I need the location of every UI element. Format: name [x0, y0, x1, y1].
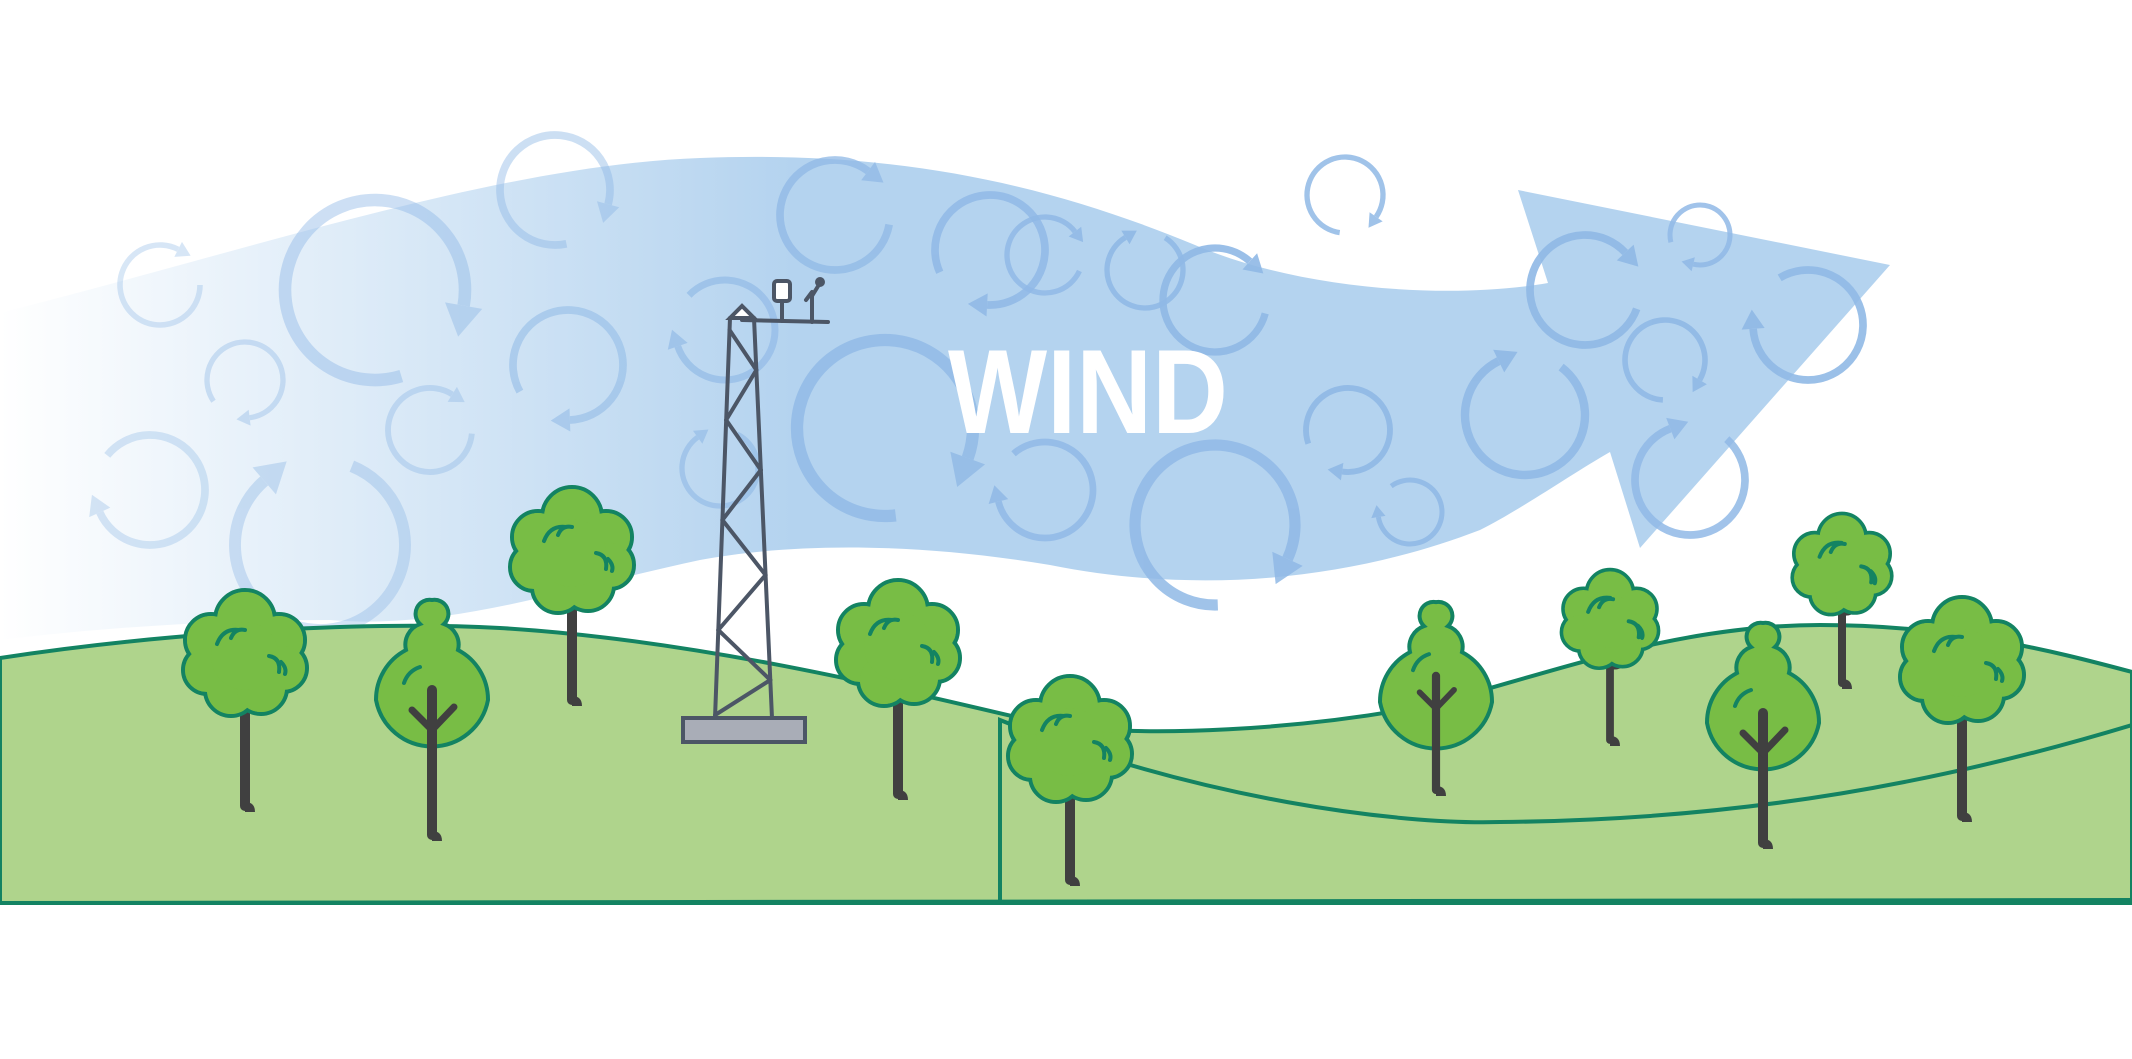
eddy-arrow-icon [1526, 231, 1641, 349]
tree-icon [1006, 674, 1134, 886]
eddy-arrow-icon [667, 276, 779, 384]
eddy-group [89, 131, 1867, 636]
tree-icon [1377, 599, 1495, 796]
tree-icon [1790, 511, 1894, 689]
eddy-arrow-icon [89, 431, 209, 549]
eddy-arrow-icon [1667, 202, 1733, 272]
eddy-arrow-icon [509, 306, 627, 432]
eddy-arrow-icon [1631, 417, 1749, 539]
eddy-arrow-icon [385, 385, 475, 475]
front-hill [998, 717, 2132, 905]
wind-label: WIND [948, 325, 1228, 459]
eddy-arrow-icon [496, 131, 620, 249]
tree-icon [1559, 567, 1661, 746]
eddy-arrow-icon [1304, 154, 1386, 236]
tree-icon [834, 578, 962, 800]
tree-icon [373, 597, 491, 841]
eddy-arrow-icon [1741, 266, 1867, 384]
eddy-arrow-icon [117, 241, 203, 328]
eddy-arrow-icon [1622, 317, 1708, 403]
wind-arrow [0, 156, 1890, 641]
eddy-arrow-icon [1129, 439, 1303, 611]
eddy-arrow-icon [1004, 214, 1084, 296]
eddy-arrow-icon [278, 193, 483, 387]
eddy-arrow-icon [1159, 244, 1269, 356]
tree-group [181, 485, 2026, 886]
eddy-arrow-icon [1303, 385, 1393, 481]
meteorological-tower-icon [681, 277, 830, 744]
eddy-arrow-icon [1460, 349, 1590, 480]
tree-icon [181, 588, 309, 812]
eddy-arrow-icon [1371, 477, 1445, 547]
eddy-arrow-icon [790, 333, 986, 523]
ground-line [0, 898, 2132, 905]
eddy-arrow-icon [988, 438, 1097, 542]
tree-icon [1704, 620, 1822, 849]
eddy-arrow-icon [776, 156, 893, 274]
eddy-arrow-icon [204, 339, 286, 426]
tree-icon [1898, 595, 2026, 822]
tree-icon [508, 485, 636, 706]
